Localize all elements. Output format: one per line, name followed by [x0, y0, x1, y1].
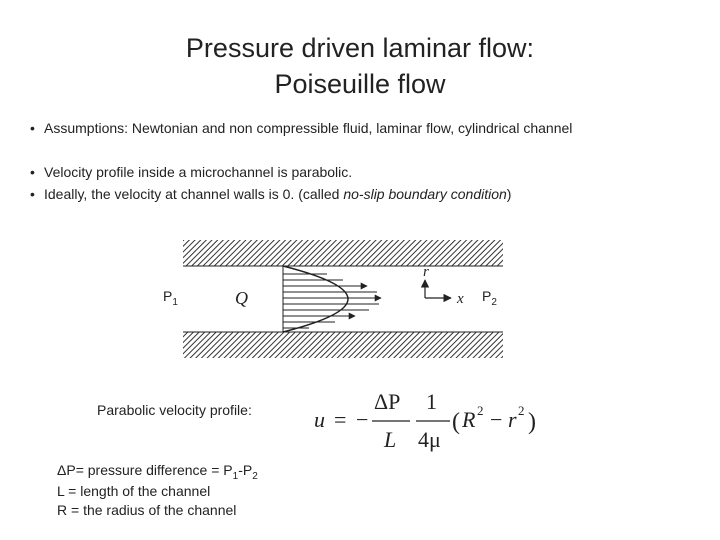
title-line-1: Pressure driven laminar flow:: [185, 33, 535, 63]
formula-equals: =: [334, 407, 346, 432]
formula-close-paren: ): [528, 409, 536, 435]
x-axis-label: x: [456, 291, 464, 307]
poiseuille-flow-diagram: Q r x: [183, 240, 503, 358]
formula-r-exponent: 2: [518, 403, 525, 418]
bottom-channel-wall: [183, 332, 503, 358]
r-axis-label: r: [423, 264, 429, 280]
definition-dp-mid: -P: [238, 462, 253, 478]
variable-definitions: ΔP= pressure difference = P1-P2 L = leng…: [57, 461, 258, 520]
velocity-vectors: [283, 273, 382, 329]
definition-pressure-difference: ΔP= pressure difference = P1-P2: [57, 461, 258, 482]
bullet-velocity-profile: • Velocity profile inside a microchannel …: [30, 164, 352, 180]
pressure-outlet-subscript: 2: [491, 297, 497, 308]
formula-u: u: [314, 407, 325, 432]
definition-dp-prefix: ΔP= pressure difference = P: [57, 462, 233, 478]
formula-minus: −: [356, 407, 368, 432]
title-line-2: Poiseuille flow: [274, 69, 446, 99]
formula-open-paren: (: [452, 409, 460, 435]
definition-dp-sub-2: 2: [252, 471, 258, 482]
profile-label: Parabolic velocity profile:: [97, 402, 252, 418]
formula-4mu: 4μ: [418, 427, 441, 452]
bullet-velocity-profile-text: Velocity profile inside a microchannel i…: [44, 164, 353, 180]
bullet-assumptions-text: Assumptions: Newtonian and non compressi…: [44, 120, 573, 136]
bullet-marker: •: [30, 186, 35, 202]
formula-minus-2: −: [490, 407, 502, 432]
bullet-no-slip: • Ideally, the velocity at channel walls …: [30, 186, 511, 202]
pressure-inlet-subscript: 1: [172, 297, 178, 308]
pressure-outlet-label: P2: [482, 288, 497, 308]
slide-title: Pressure driven laminar flow: Poiseuille…: [0, 30, 720, 102]
formula-r: r: [508, 407, 517, 432]
top-channel-wall: [183, 240, 503, 266]
formula-R-exponent: 2: [477, 403, 484, 418]
definition-length: L = length of the channel: [57, 483, 211, 499]
pressure-inlet-symbol: P: [163, 288, 173, 304]
definition-radius: R = the radius of the channel: [57, 502, 237, 518]
formula-R: R: [461, 407, 476, 432]
bullet-marker: •: [30, 164, 35, 180]
flow-rate-label: Q: [235, 288, 248, 308]
velocity-profile-formula: u = − ΔP L 1 4μ ( R 2 − r 2 ): [314, 389, 536, 452]
bullet-marker: •: [30, 120, 35, 136]
definition-dp-sub-1: 1: [232, 471, 239, 482]
formula-delta-p: ΔP: [374, 389, 400, 414]
bullet-assumptions: • Assumptions: Newtonian and non compress…: [30, 120, 572, 136]
pressure-outlet-symbol: P: [482, 288, 492, 304]
formula-one: 1: [426, 389, 437, 414]
formula-l: L: [383, 427, 396, 452]
bullet-no-slip-suffix: ): [506, 186, 512, 202]
bullet-no-slip-term: no-slip boundary condition: [343, 186, 507, 202]
bullet-no-slip-prefix: Ideally, the velocity at channel walls i…: [44, 186, 344, 202]
pressure-inlet-label: P1: [163, 288, 178, 308]
